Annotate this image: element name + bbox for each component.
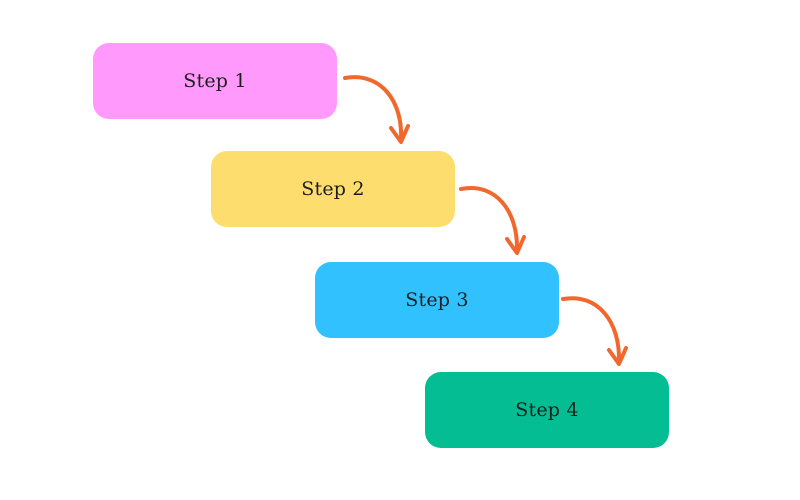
step-4-label: Step 4 bbox=[515, 399, 579, 421]
step-2-label: Step 2 bbox=[301, 178, 365, 200]
step-1-box: Step 1 bbox=[93, 43, 337, 119]
step-4-box: Step 4 bbox=[425, 372, 669, 448]
arrow-3-to-4 bbox=[561, 296, 628, 366]
step-3-label: Step 3 bbox=[405, 289, 469, 311]
step-3-box: Step 3 bbox=[315, 262, 559, 338]
arrow-2-to-3 bbox=[459, 185, 526, 255]
step-1-label: Step 1 bbox=[183, 70, 247, 92]
arrow-1-to-2 bbox=[343, 75, 410, 144]
step-2-box: Step 2 bbox=[211, 151, 455, 227]
